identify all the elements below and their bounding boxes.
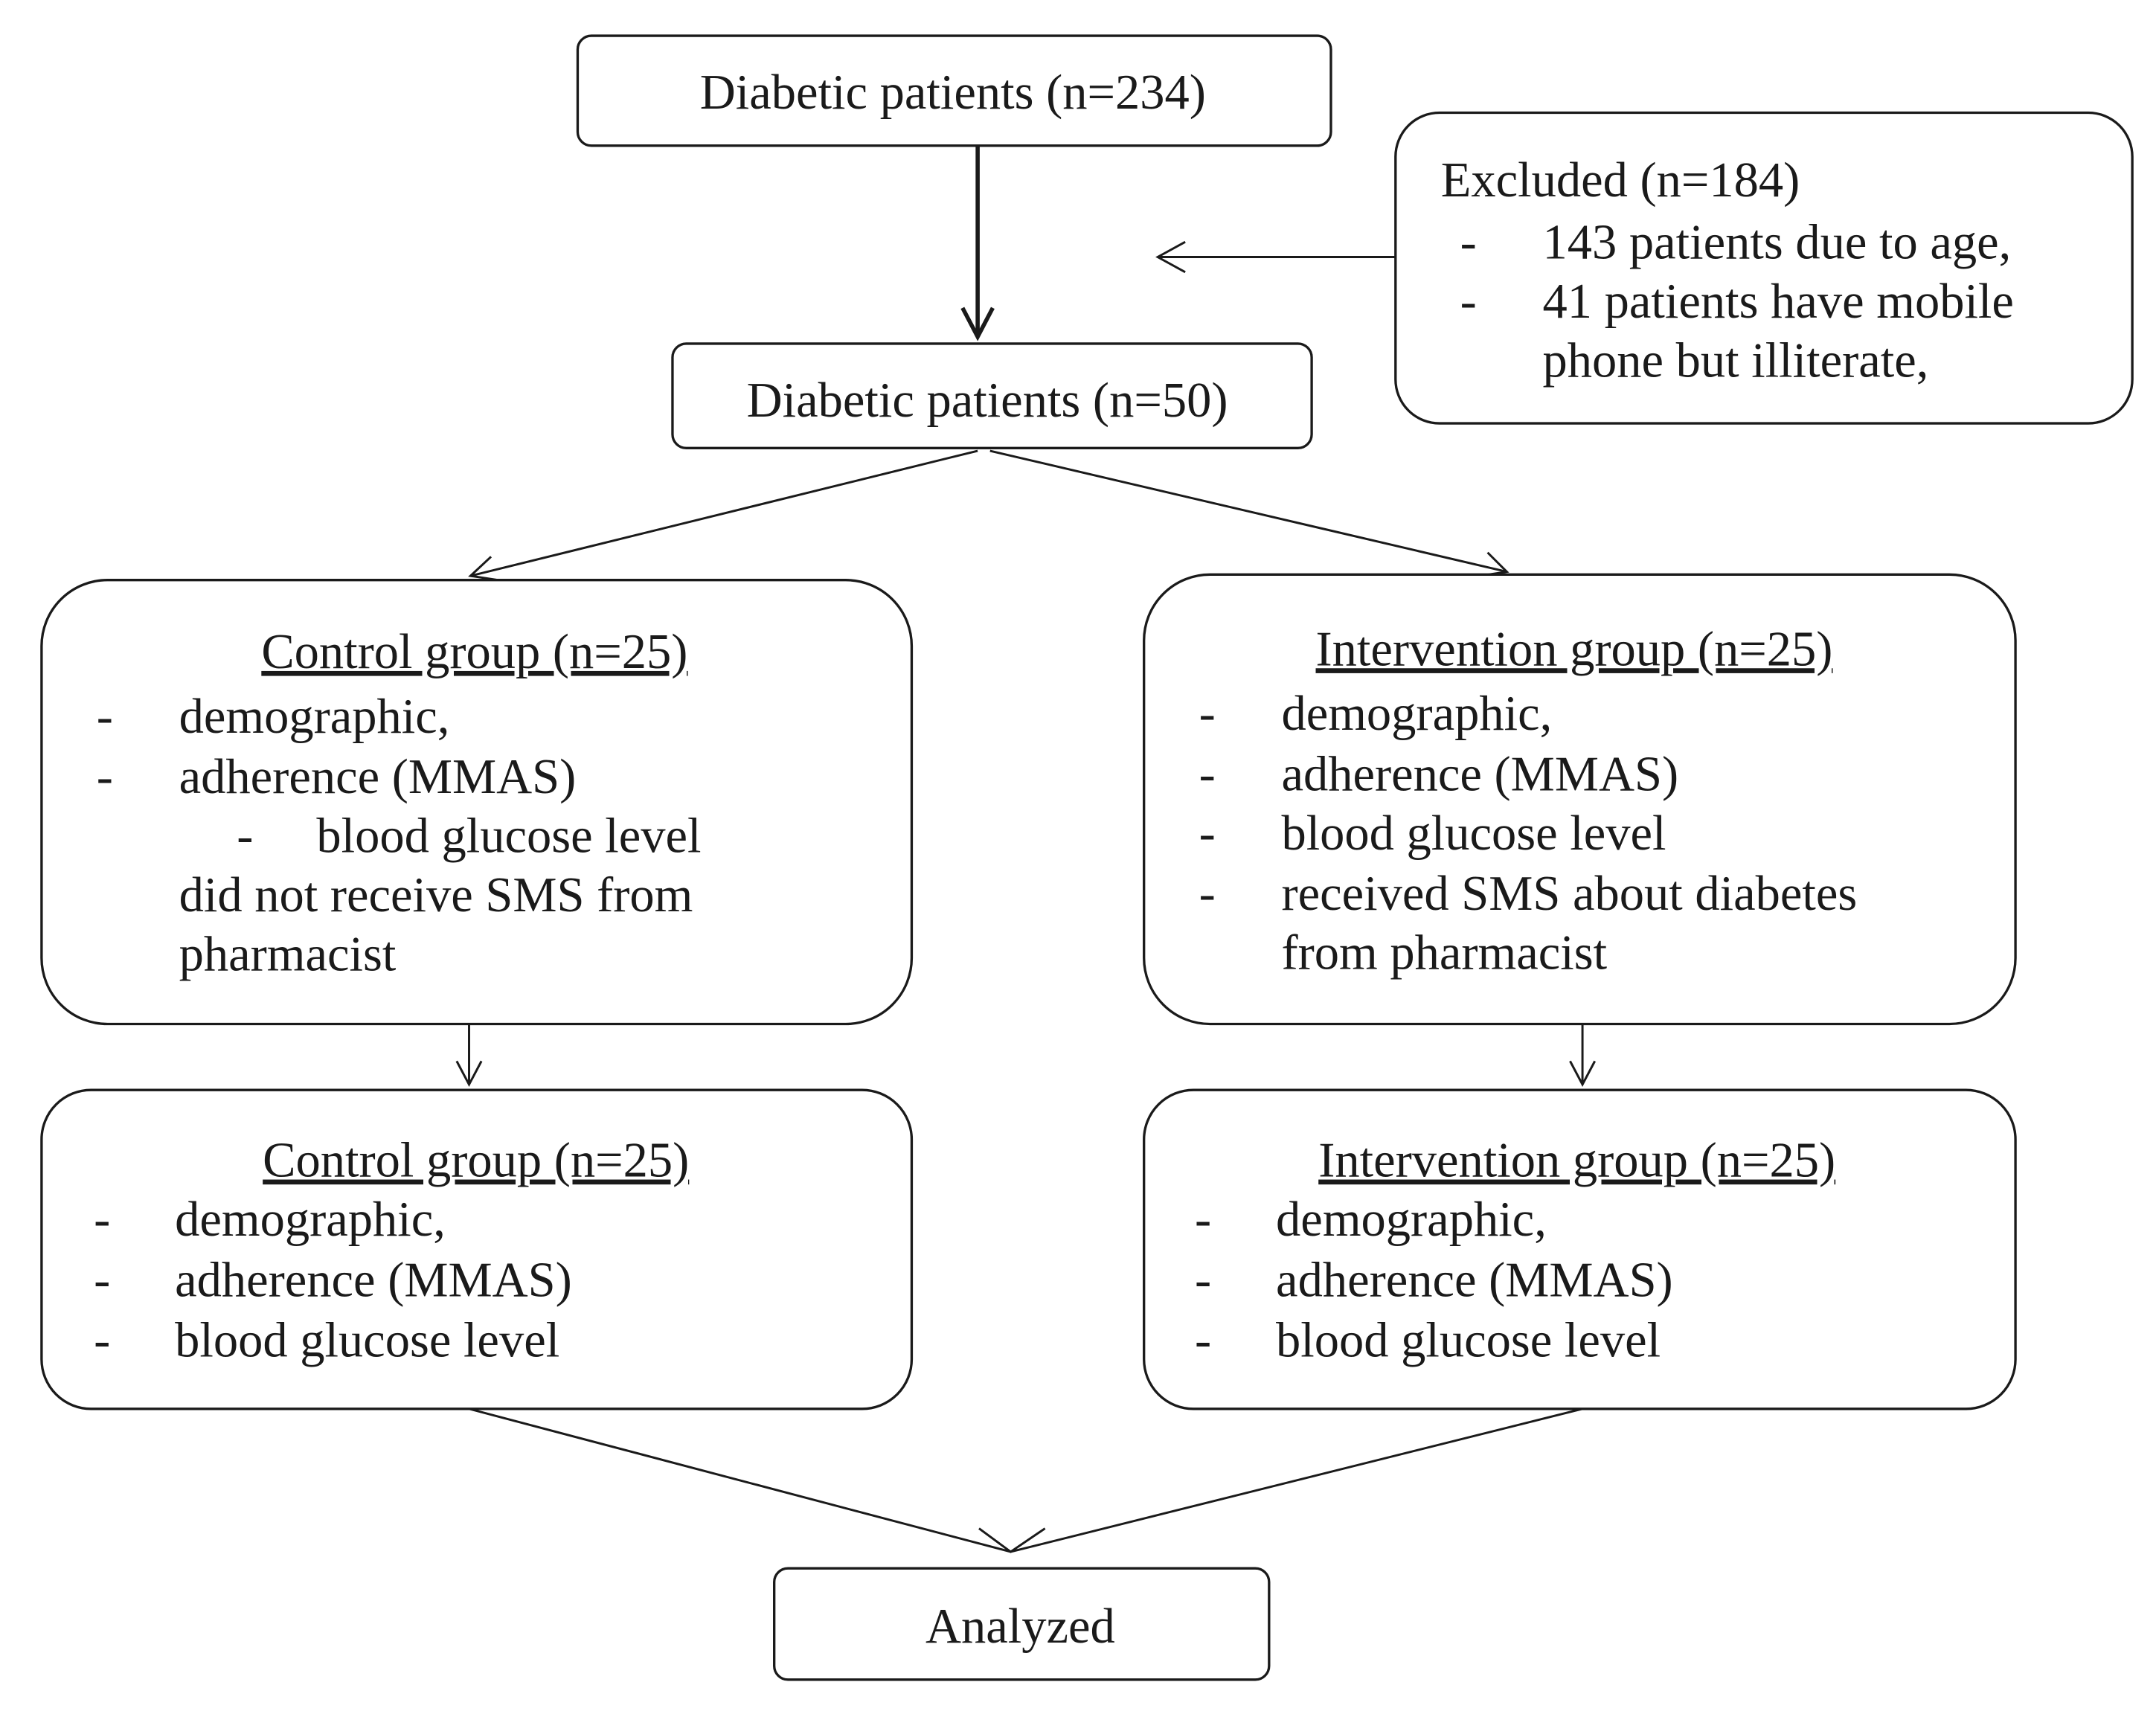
node-title: Control group (n=25) bbox=[263, 1134, 689, 1188]
arrow-to-intervention bbox=[989, 449, 1507, 574]
list-item: demographic, bbox=[179, 690, 450, 744]
bullet: - bbox=[94, 1314, 110, 1368]
bullet: - bbox=[1199, 867, 1216, 921]
node-title: Excluded (n=184) bbox=[1441, 153, 1800, 208]
node-control-group-baseline: Control group (n=25) - demographic, - ad… bbox=[40, 579, 914, 1026]
list-item: did not receive SMS from bbox=[179, 868, 693, 922]
list-item: adherence (MMAS) bbox=[1281, 747, 1678, 801]
bullet: - bbox=[1195, 1193, 1211, 1247]
node-label: Diabetic patients (n=234) bbox=[700, 65, 1206, 120]
connectors bbox=[455, 145, 1597, 1553]
node-title: Intervention group (n=25) bbox=[1318, 1134, 1835, 1188]
list-item: demographic, bbox=[175, 1193, 446, 1247]
node-analyzed: Analyzed bbox=[773, 1567, 1271, 1681]
arrow-control-to-analyzed bbox=[469, 1408, 1011, 1553]
bullet: - bbox=[1460, 275, 1477, 329]
arrow-head bbox=[455, 1060, 483, 1087]
list-item: 143 patients due to age, bbox=[1543, 215, 2012, 269]
bullet: - bbox=[1199, 687, 1216, 741]
arrow-head bbox=[960, 306, 995, 341]
list-item: demographic, bbox=[1276, 1193, 1547, 1247]
node-title: Control group (n=25) bbox=[261, 625, 687, 679]
node-intervention-group-baseline: Intervention group (n=25) - demographic,… bbox=[1143, 573, 2017, 1026]
bullet: - bbox=[94, 1253, 110, 1307]
bullet: - bbox=[1199, 747, 1216, 801]
node-excluded: Excluded (n=184) - 143 patients due to a… bbox=[1394, 111, 2134, 425]
arrow-head bbox=[1569, 1060, 1597, 1087]
node-label: Diabetic patients (n=50) bbox=[747, 373, 1228, 428]
node-diabetic-patients-50: Diabetic patients (n=50) bbox=[671, 342, 1313, 449]
list-item: 41 patients have mobile bbox=[1543, 275, 2014, 329]
arrow-intervention-to-analyzed bbox=[1010, 1408, 1583, 1553]
bullet: - bbox=[1195, 1253, 1211, 1307]
bullet: - bbox=[1195, 1314, 1211, 1368]
node-intervention-group-followup: Intervention group (n=25) - demographic,… bbox=[1143, 1088, 2017, 1410]
node-control-group-followup: Control group (n=25) - demographic, - ad… bbox=[40, 1088, 914, 1410]
list-item: adherence (MMAS) bbox=[1276, 1253, 1673, 1307]
arrow-head bbox=[978, 1527, 1046, 1553]
bullet: - bbox=[97, 690, 113, 744]
list-item: from pharmacist bbox=[1281, 926, 1607, 980]
list-item: blood glucose level bbox=[175, 1314, 559, 1368]
bullet: - bbox=[97, 750, 113, 804]
bullet: - bbox=[1460, 215, 1477, 269]
arrow-head bbox=[468, 556, 498, 582]
bullet: - bbox=[237, 809, 253, 864]
list-item: blood glucose level bbox=[1276, 1314, 1661, 1368]
list-item: pharmacist bbox=[179, 927, 397, 981]
arrow-to-control bbox=[469, 449, 978, 577]
bullet: - bbox=[94, 1193, 110, 1247]
list-item: phone but illiterate, bbox=[1543, 333, 1929, 388]
bullet: - bbox=[1199, 806, 1216, 861]
node-label: Analyzed bbox=[925, 1599, 1115, 1654]
node-diabetic-patients-234: Diabetic patients (n=234) bbox=[576, 34, 1332, 147]
list-item: received SMS about diabetes bbox=[1281, 867, 1857, 921]
arrow-head bbox=[1155, 240, 1186, 274]
list-item: demographic, bbox=[1281, 687, 1552, 741]
node-title: Intervention group (n=25) bbox=[1316, 622, 1833, 676]
list-item: blood glucose level bbox=[1281, 806, 1666, 861]
arrow-head bbox=[1479, 551, 1509, 577]
list-item: adherence (MMAS) bbox=[179, 750, 577, 804]
list-item: adherence (MMAS) bbox=[175, 1253, 572, 1307]
list-item: blood glucose level bbox=[316, 809, 701, 864]
